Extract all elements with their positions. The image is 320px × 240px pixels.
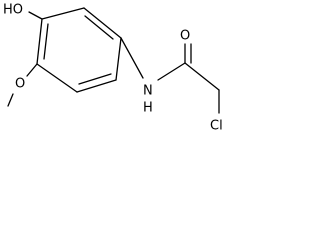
amide-nitrogen-label: N <box>143 84 153 99</box>
chlorine-label: Cl <box>210 119 223 134</box>
amide-linkage: N H <box>120 37 186 116</box>
ring-double-bond-inner-1 <box>84 15 114 40</box>
methoxy-o-bond <box>26 63 38 77</box>
ring-bond-5 <box>36 63 78 93</box>
carbonyl-oxygen-label: O <box>180 29 190 44</box>
ring-double-bond-inner-2 <box>78 73 112 85</box>
ring-bond-4 <box>76 79 117 93</box>
methoxy-group: O <box>7 63 38 107</box>
hydroxyl-label: HO <box>3 3 23 18</box>
hydroxyl-group: HO <box>3 3 43 20</box>
ring-bond-6 <box>36 18 43 65</box>
chemical-structure-diagram: HO O N H O Cl <box>3 3 223 134</box>
ring-double-bond-inner-3 <box>43 23 49 60</box>
ether-oxygen-label: O <box>15 77 25 92</box>
ring-to-nitrogen-bond <box>120 37 144 79</box>
ring-bond-2 <box>83 7 122 39</box>
ring-bond-1 <box>41 7 85 20</box>
chloromethyl-group: Cl <box>184 62 223 134</box>
hydroxyl-bond <box>28 11 43 20</box>
carbonyl-group: O <box>180 29 192 64</box>
carbonyl-to-ch2-bond <box>184 62 220 91</box>
benzene-ring <box>36 7 122 93</box>
amide-hydrogen-label: H <box>143 101 153 116</box>
ring-bond-3 <box>115 37 122 81</box>
nitrogen-to-carbonyl-bond <box>157 62 186 81</box>
methyl-bond <box>7 93 14 107</box>
